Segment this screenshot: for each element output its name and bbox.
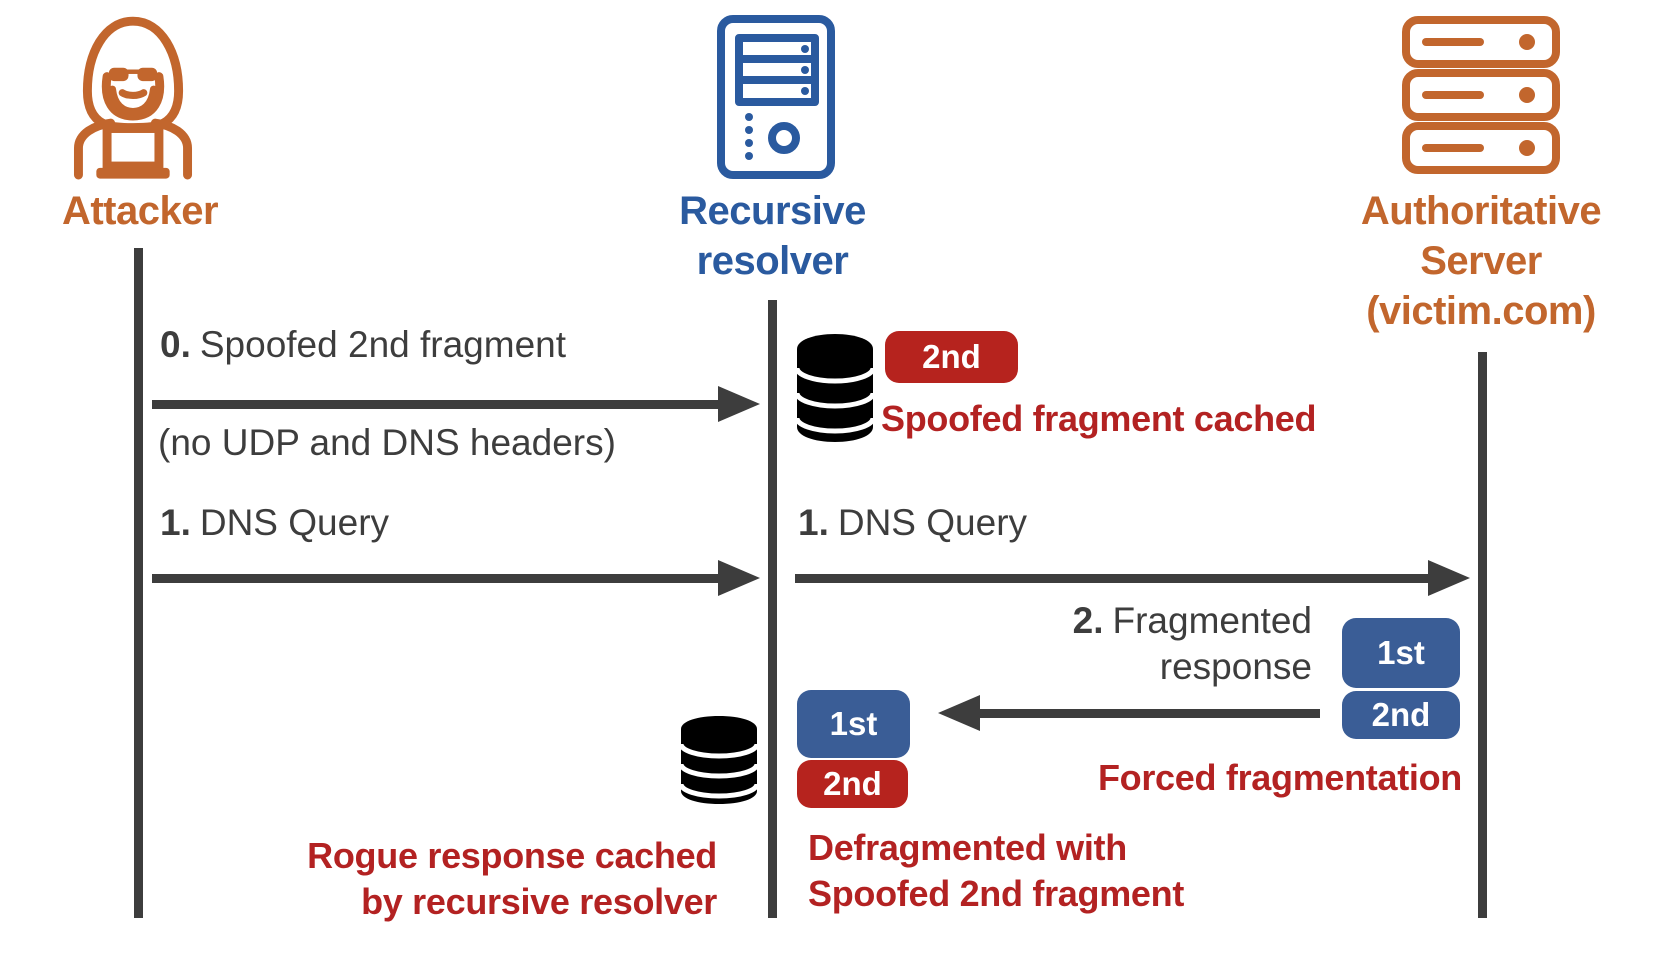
authoritative-lifeline	[1478, 352, 1487, 918]
msg-1-left-number: 1.	[160, 502, 191, 543]
badge-resolver-2nd: 2nd	[797, 760, 908, 808]
authoritative-label: Authoritative Server (victim.com)	[1311, 186, 1651, 336]
msg-2-text-line2: response	[1159, 646, 1312, 687]
arrow-0-head-icon	[718, 386, 760, 422]
resolver-label: Recursive resolver	[650, 186, 895, 286]
attacker-icon	[57, 14, 209, 184]
authoritative-label-line1: Authoritative	[1360, 189, 1602, 233]
arrow-1-resolver-to-authoritative	[795, 560, 1470, 596]
badge-cached-2nd-label: 2nd	[922, 338, 981, 375]
arrow-0-spoofed-fragment	[152, 386, 760, 422]
badge-victim-2nd: 2nd	[1342, 691, 1460, 739]
msg-2-number: 2.	[1072, 600, 1104, 641]
msg-1-left-text: DNS Query	[199, 502, 390, 543]
resolver-cache-db-icon-bottom	[678, 714, 760, 806]
msg-2-label: 2.Fragmented response	[900, 598, 1312, 690]
attacker-label: Attacker	[61, 189, 219, 233]
msg-0-label: 0.Spoofed 2nd fragment	[160, 322, 566, 368]
note-rogue-response-line2: by recursive resolver	[361, 881, 717, 922]
arrow-1-attacker-to-resolver	[152, 560, 760, 596]
resolver-label-line1: Recursive	[679, 189, 866, 233]
resolver-cache-db-icon	[794, 332, 876, 444]
badge-victim-1st: 1st	[1342, 618, 1460, 688]
note-defragmented-line2: Spoofed 2nd fragment	[808, 873, 1185, 914]
msg-2-text-line1: Fragmented	[1112, 600, 1313, 641]
note-forced-fragmentation: Forced fragmentation	[1097, 757, 1462, 798]
resolver-lifeline	[768, 300, 777, 918]
msg-1-right-text: DNS Query	[837, 502, 1028, 543]
msg-0-text: Spoofed 2nd fragment	[199, 324, 567, 365]
arrow-1-right-head-icon	[1428, 560, 1470, 596]
authoritative-label-line3: (victim.com)	[1366, 289, 1596, 333]
attacker-lifeline	[134, 248, 143, 918]
badge-resolver-1st: 1st	[797, 690, 910, 758]
badge-resolver-1st-label: 1st	[829, 705, 878, 742]
badge-cached-2nd: 2nd	[885, 331, 1018, 383]
resolver-icon	[716, 14, 836, 180]
note-spoofed-fragment-cached: Spoofed fragment cached	[881, 398, 1317, 439]
note-defragmented: Defragmented with Spoofed 2nd fragment	[808, 825, 1184, 917]
note-rogue-response: Rogue response cached by recursive resol…	[280, 833, 717, 925]
note-rogue-response-line1: Rogue response cached	[307, 835, 717, 876]
arrow-1-left-head-icon	[718, 560, 760, 596]
msg-0-number: 0.	[160, 324, 191, 365]
note-defragmented-line1: Defragmented with	[808, 827, 1127, 868]
badge-resolver-2nd-label: 2nd	[823, 765, 882, 802]
msg-1-right-label: 1.DNS Query	[798, 500, 1027, 546]
authoritative-label-line2: Server	[1420, 239, 1542, 283]
msg-0-sublabel: (no UDP and DNS headers)	[158, 422, 616, 463]
msg-1-right-number: 1.	[798, 502, 829, 543]
arrow-2-head-icon	[938, 695, 980, 731]
msg-1-left-label: 1.DNS Query	[160, 500, 389, 546]
badge-victim-2nd-label: 2nd	[1371, 696, 1431, 733]
resolver-label-line2: resolver	[696, 239, 849, 283]
badge-victim-1st-label: 1st	[1377, 634, 1425, 671]
authoritative-server-icon	[1400, 16, 1562, 174]
arrow-2-fragmented-response	[938, 695, 1320, 731]
